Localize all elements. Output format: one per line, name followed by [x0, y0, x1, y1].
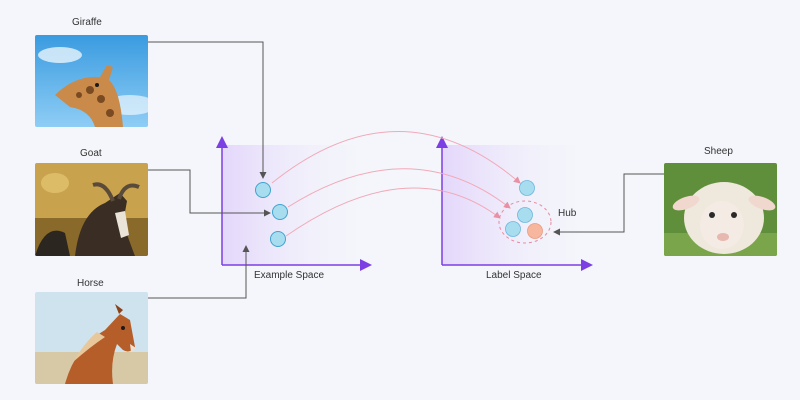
label-space-label: Label Space: [486, 270, 542, 281]
hub-point-2: [505, 221, 521, 237]
mapping-arc-3: [285, 187, 501, 237]
label-space-area: [442, 145, 587, 265]
mapping-arc-1: [271, 131, 521, 184]
hub-label: Hub: [558, 208, 577, 219]
goat-photo: [35, 163, 148, 256]
goat-label: Goat: [80, 148, 102, 159]
sheep-photo: [664, 163, 777, 256]
hub-point-sheep: [527, 223, 543, 239]
horse-label: Horse: [77, 278, 104, 289]
hub-point-1: [517, 207, 533, 223]
label-point-1: [519, 180, 535, 196]
giraffe-photo: [35, 35, 148, 127]
example-point-goat: [272, 204, 288, 220]
example-point-giraffe: [255, 182, 271, 198]
example-point-horse: [270, 231, 286, 247]
example-space-label: Example Space: [254, 270, 325, 281]
giraffe-label: Giraffe: [72, 17, 102, 28]
horse-connector: [148, 245, 250, 299]
sheep-connector: [553, 173, 664, 236]
goat-connector: [148, 169, 271, 217]
example-space-area: [222, 145, 367, 265]
hub-circle: [498, 200, 552, 244]
giraffe-connector: [148, 41, 267, 179]
mapping-arc-2: [287, 168, 511, 209]
sheep-label: Sheep: [704, 146, 733, 157]
horse-photo: [35, 292, 148, 384]
